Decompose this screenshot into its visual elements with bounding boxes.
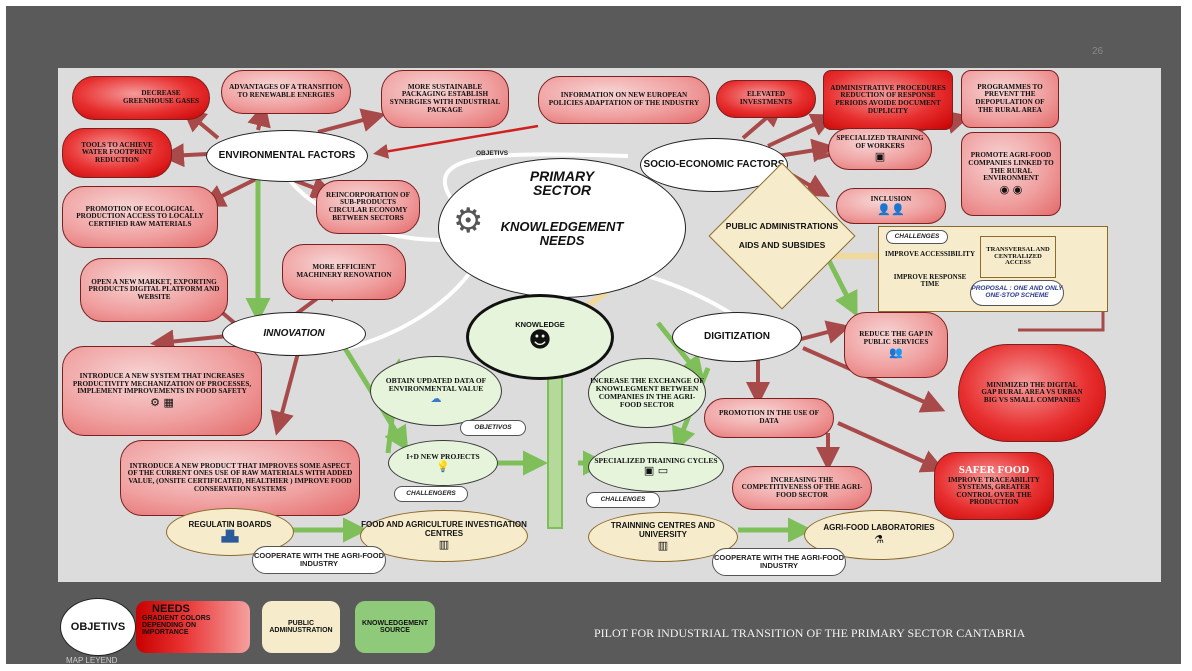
need-programmes: PROGRAMMES TO PREVENT THE DEPOPULATION O… bbox=[961, 70, 1059, 128]
cooperate-cloud-right: COOPERATE WITH THE AGRI-FOOD INDUSTRY bbox=[712, 548, 846, 576]
knowledge-id-projects: I+D NEW PROJECTS💡 bbox=[388, 440, 498, 486]
training-centres: TRAINNING CENTRES AND UNIVERSITY▥ bbox=[588, 512, 738, 562]
knowledge-obtain-data: OBTAIN UPDATED DATA OF ENVIRONMENTAL VAL… bbox=[370, 356, 502, 426]
need-reincorporation: REINCORPORATION OF SUB-PRODUCTS CIRCULAR… bbox=[316, 180, 420, 234]
machinery-icon: ⚙ ▦ bbox=[150, 395, 174, 409]
objective-digitization: DIGITIZATION bbox=[672, 312, 802, 362]
legend-caption: MAP LEYEND bbox=[66, 656, 118, 665]
improve-response: IMPROVE RESPONSE TIME bbox=[893, 272, 967, 288]
need-ecological: PROMOTION OF ECOLOGICAL PRODUCTION ACCES… bbox=[62, 186, 218, 248]
head-icon: ☻ bbox=[528, 327, 552, 353]
quality-seal-icon: ◉ ◉ bbox=[999, 182, 1023, 196]
need-admin-procedures: ADMINISTRATIVE PROCEDURES REDUCTION OF R… bbox=[823, 70, 953, 130]
buildings-icon: ▟▙ bbox=[221, 529, 239, 543]
footer-title: PILOT FOR INDUSTRIAL TRANSITION OF THE P… bbox=[594, 626, 1026, 640]
need-training-workers: SPECIALIZED TRAINING OF WORKERS▣ bbox=[828, 128, 932, 170]
objective-innovation: INNOVATION bbox=[222, 312, 366, 356]
need-new-system: INTRODUCE A NEW SYSTEM THAT INCREASES PR… bbox=[62, 346, 262, 436]
institution-icon: ▥ bbox=[438, 537, 450, 551]
need-machinery: MORE EFFICIENT MACHINERY RENOVATION bbox=[282, 244, 406, 300]
challenges-cloud: CHALLENGES bbox=[586, 492, 660, 508]
proposal-cloud: PROPOSAL : ONE AND ONLY ONE-STOP SCHEME bbox=[970, 280, 1064, 306]
challenges-label: CHALLENGES bbox=[886, 230, 948, 244]
transversal-access: TRANSVERSAL AND CENTRALIZED ACCESS bbox=[980, 236, 1056, 278]
people-icon: 👤👤 bbox=[877, 203, 905, 217]
need-packaging: MORE SUSTAINABLE PACKAGING ESTABLISH SYN… bbox=[381, 70, 509, 128]
food-agri-centres: FOOD AND AGRICULTURE INVESTIGATION CENTR… bbox=[360, 510, 528, 562]
need-new-product: INTRODUCE A NEW PRODUCT THAT IMPROVES SO… bbox=[120, 440, 360, 516]
connector-arrows bbox=[150, 102, 1105, 543]
legend-public: PUBLIC ADMINUSTRATION bbox=[262, 601, 340, 653]
objetivs-arrow-label: OBJETIVS bbox=[476, 150, 509, 157]
need-decrease-gases: DECREASE GREENHOUSE GASES bbox=[72, 76, 210, 120]
knowledge-exchange: INCREASE THE EXCHANGE OF KNOWLEGMENT BET… bbox=[588, 358, 706, 428]
legend-objetivs: OBJETIVS bbox=[60, 598, 136, 656]
legend-knowledge: KNOWLEDGEMENT SOURCE bbox=[355, 601, 435, 653]
knowledge-source-main: KNOWLEDGE☻ bbox=[466, 294, 614, 380]
need-inclusion: INCLUSION👤👤 bbox=[836, 188, 946, 224]
cooperate-cloud-left: COOPERATE WITH THE AGRI-FOOD INDUSTRY bbox=[252, 546, 386, 574]
improve-accessibility: IMPROVE ACCESSIBILITY bbox=[884, 250, 976, 259]
primary-sector-label: PRIMARY SECTOR bbox=[529, 167, 595, 199]
gear-icon: ⚙ bbox=[453, 201, 484, 241]
challengers-cloud: CHALLENGERS bbox=[394, 486, 468, 502]
need-tools-water: TOOLS TO ACHIEVE WATER FOOTPRINT REDUCTI… bbox=[62, 128, 172, 178]
idea-icon: 💡 bbox=[436, 460, 450, 474]
university-icon: ▥ bbox=[657, 538, 669, 552]
knowledge-training-cycles: SPECIALIZED TRAINING CYCLES▣ ▭ bbox=[588, 442, 724, 492]
cloud-data-icon: ☁ bbox=[430, 392, 442, 406]
need-promotion-data: PROMOTION IN THE USE OF DATA bbox=[704, 398, 834, 438]
center-primary-sector: ⚙ PRIMARY SECTOR KNOWLEDGEMENT NEEDS bbox=[438, 158, 686, 298]
slide-number: 26 bbox=[1092, 46, 1104, 57]
knowledge-map: DECREASE GREENHOUSE GASES ADVANTAGES OF … bbox=[58, 68, 1161, 582]
classroom-icon: ▣ ▭ bbox=[643, 464, 669, 478]
need-information: INFORMATION ON NEW EUROPEAN POLICIES ADA… bbox=[538, 76, 710, 124]
objetivos-cloud: OBJETIVOS bbox=[460, 420, 526, 436]
need-new-market: OPEN A NEW MARKET, EXPORTING PRODUCTS DI… bbox=[80, 258, 228, 322]
need-advantages: ADVANTAGES OF A TRANSITION TO RENEWABLE … bbox=[221, 70, 351, 114]
need-reduce-gap: REDUCE THE GAP IN PUBLIC SERVICES👥 bbox=[844, 312, 948, 378]
need-minimized-gap: MINIMIZED THE DIGITAL GAP RURAL AREA VS … bbox=[958, 344, 1106, 442]
services-icon: 👥 bbox=[889, 346, 903, 360]
knowledgement-needs-label: KNOWLEDGEMENT NEEDS bbox=[500, 219, 624, 248]
tv-icon: ▣ bbox=[874, 150, 886, 164]
objective-environmental: ENVIRONMENTAL FACTORS bbox=[206, 130, 368, 182]
need-investments: ELEVATED INVESTMENTS bbox=[716, 80, 816, 118]
need-competitiveness: INCREASING THE COMPETITIVENESS OF THE AG… bbox=[732, 466, 872, 510]
microscope-icon: ⚗ bbox=[874, 532, 884, 546]
need-promote-agri: PROMOTE AGRI-FOOD COMPANIES LINKED TO TH… bbox=[961, 132, 1061, 216]
